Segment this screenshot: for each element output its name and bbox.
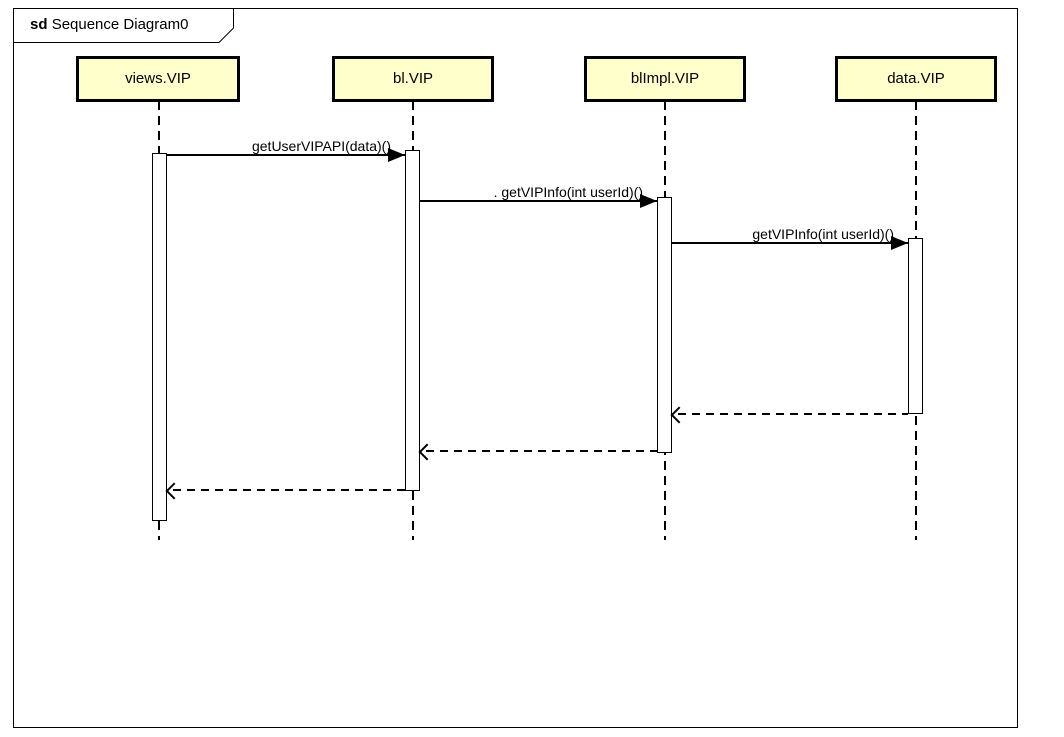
lifeline-name: bl.VIP (392, 70, 434, 87)
return-line (678, 413, 908, 415)
message-line (672, 242, 908, 244)
message-label: . getVIPInfo(int userId)() (493, 184, 643, 200)
activation-bar-blimpl-vip[interactable] (657, 197, 672, 453)
sync-arrowhead-icon (640, 194, 657, 208)
return-arrowhead-icon (418, 443, 436, 461)
frame-title-tab: sd Sequence Diagram0 (13, 8, 234, 43)
lifeline-name: blImpl.VIP (630, 70, 700, 87)
lifeline-head-data-vip[interactable]: data.VIP (835, 56, 997, 102)
lifeline-head-blimpl-vip[interactable]: blImpl.VIP (584, 56, 746, 102)
message-2-sync-call[interactable]: . getVIPInfo(int userId)() (420, 184, 657, 208)
frame-title: Sequence Diagram0 (51, 16, 189, 33)
activation-bar-data-vip[interactable] (908, 238, 923, 414)
lifeline-name: views.VIP (125, 70, 191, 87)
return-line (426, 450, 657, 452)
message-label: getVIPInfo(int userId)() (752, 226, 894, 242)
frame-tab-pentagon-icon (13, 8, 234, 43)
return-arrowhead-icon (165, 482, 183, 500)
message-line (167, 154, 405, 156)
lifeline-head-views-vip[interactable]: views.VIP (76, 56, 240, 102)
message-4-return[interactable] (670, 406, 908, 424)
return-arrowhead-icon (670, 406, 688, 424)
activation-bar-views-vip[interactable] (152, 153, 167, 521)
message-line (420, 200, 657, 202)
message-3-sync-call[interactable]: getVIPInfo(int userId)() (672, 226, 908, 250)
lifeline-name: data.VIP (887, 70, 945, 87)
message-5-return[interactable] (418, 443, 657, 461)
message-label: getUserVIPAPI(data)() (251, 138, 391, 154)
return-line (173, 489, 405, 491)
lifeline-head-bl-vip[interactable]: bl.VIP (332, 56, 494, 102)
message-1-sync-call[interactable]: getUserVIPAPI(data)() (167, 138, 405, 162)
activation-bar-bl-vip[interactable] (405, 150, 420, 491)
diagram-frame (13, 8, 1018, 728)
frame-title-text: sd Sequence Diagram0 (30, 15, 188, 35)
message-6-return[interactable] (165, 482, 405, 500)
frame-keyword: sd (30, 16, 48, 33)
sync-arrowhead-icon (891, 236, 908, 250)
sync-arrowhead-icon (388, 148, 405, 162)
